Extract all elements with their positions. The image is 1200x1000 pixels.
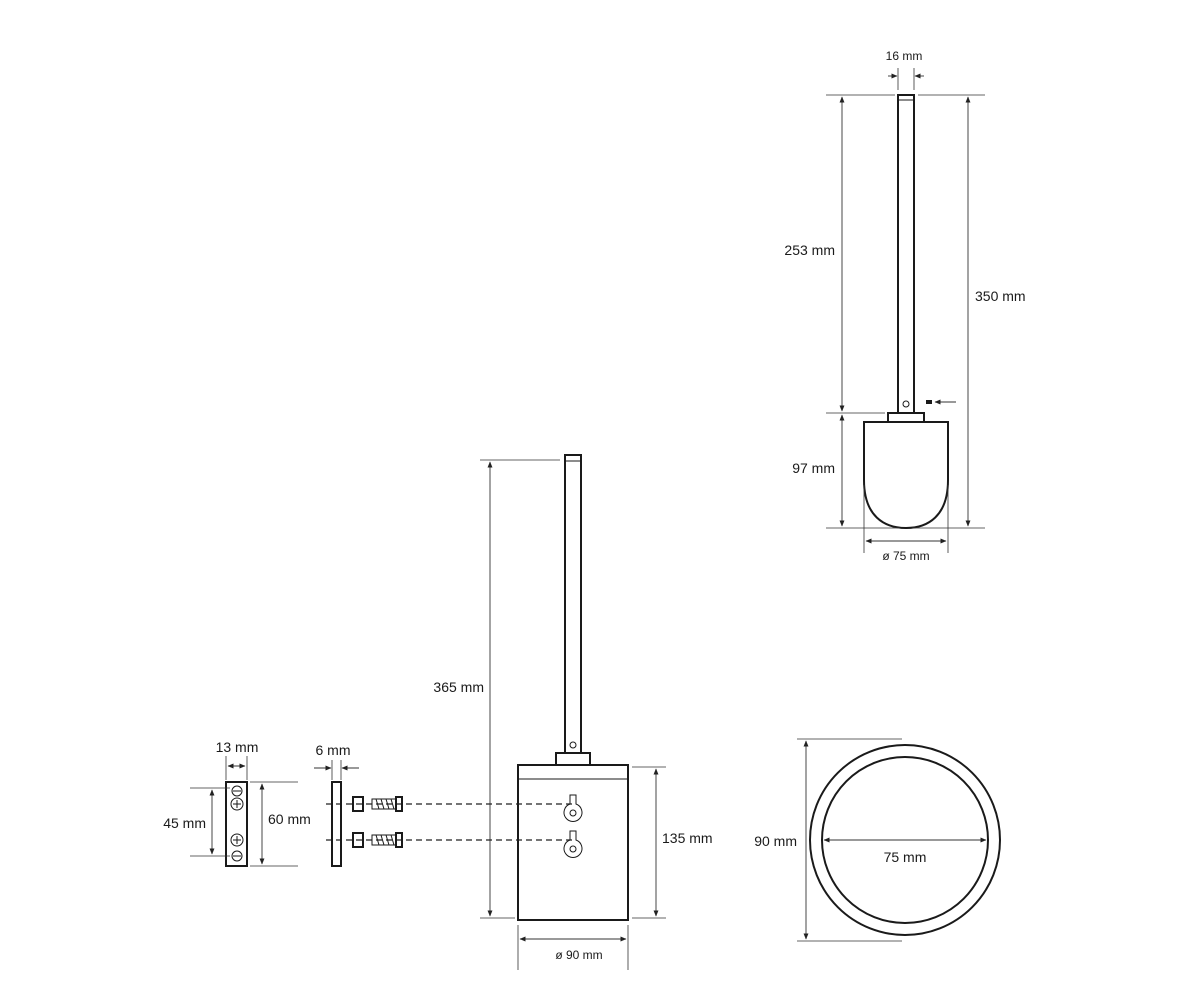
keyhole-slot-icon <box>563 794 583 822</box>
wall-bracket <box>225 781 248 867</box>
holder-collar <box>555 752 591 766</box>
keyhole-slot-icon <box>563 830 583 858</box>
dim-label-head-height: 97 mm <box>792 460 835 476</box>
outer-ring <box>809 744 1001 936</box>
rod-pin <box>902 400 910 408</box>
dim-label-bracket-width: 13 mm <box>216 739 259 755</box>
arrow-icon <box>926 399 956 405</box>
brush-rod <box>897 94 915 414</box>
dim-label-holder-diameter: ø 90 mm <box>555 948 602 962</box>
dim-label-bracket-height: 60 mm <box>268 811 311 827</box>
screw-icon <box>371 796 403 812</box>
dim-label-inner-diameter: 75 mm <box>884 849 927 865</box>
dim-label-total-length: 350 mm <box>975 288 1026 304</box>
wall-plug-icon <box>352 796 364 812</box>
dim-label-rod-width: 16 mm <box>886 49 923 63</box>
wall-plug-icon <box>352 832 364 848</box>
dim-label-holder-body-height: 135 mm <box>662 830 713 846</box>
holder-rod <box>564 454 582 754</box>
mounting-hardware: 13 mm 45 mm 60 mm 6 mm <box>163 739 572 867</box>
dim-label-hole-spacing: 45 mm <box>163 815 206 831</box>
dim-label-handle-length: 253 mm <box>784 242 835 258</box>
inner-ring <box>821 756 989 924</box>
holder-view: 365 mm 135 mm ø 90 mm <box>433 454 713 970</box>
brush-collar <box>887 412 925 423</box>
holder-body <box>517 764 629 921</box>
brush-view: 16 mm 253 mm 97 mm 350 mm ø 75 mm <box>784 49 1025 563</box>
brush-head <box>863 421 949 530</box>
wall-plate <box>331 781 342 867</box>
dim-label-holder-total-height: 365 mm <box>433 679 484 695</box>
screw-icon <box>371 832 403 848</box>
dim-label-outer-diameter: 90 mm <box>754 833 797 849</box>
dim-label-head-diameter: ø 75 mm <box>882 549 929 563</box>
top-view: 75 mm 90 mm <box>754 738 1001 942</box>
dim-label-plate-thickness: 6 mm <box>316 742 351 758</box>
